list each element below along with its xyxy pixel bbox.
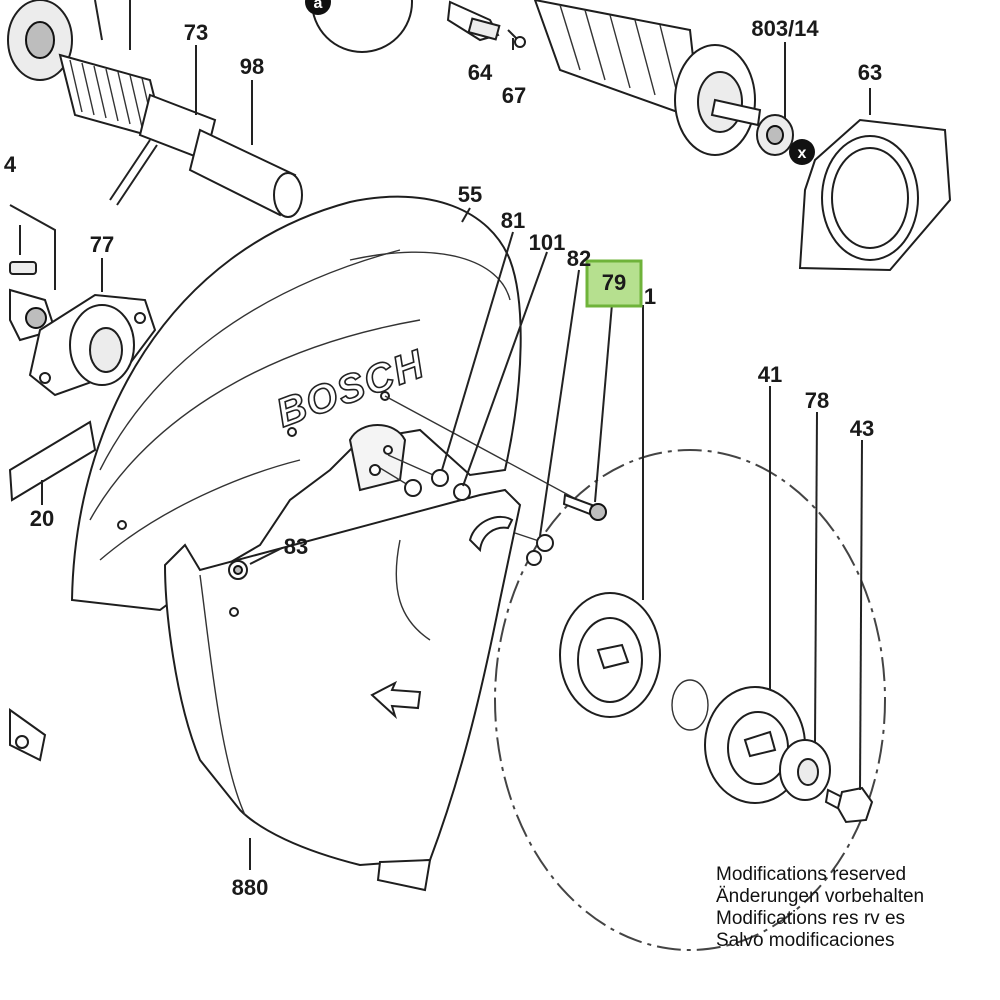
label-1: 1	[644, 284, 656, 309]
label-803-14: 803/14	[751, 16, 819, 41]
label-63: 63	[858, 60, 882, 85]
blade-center-hole	[671, 679, 709, 731]
part-20-label-plate	[8, 420, 97, 502]
highlighted-part-box	[585, 259, 643, 308]
label-73: 73	[184, 20, 208, 45]
part-63-plate	[798, 118, 952, 272]
label-79: 79	[602, 270, 626, 295]
part-number-labels: 73 98 64 67 803/14 63 4 77 55 81 101 82 …	[4, 16, 882, 900]
label-43: 43	[850, 416, 874, 441]
label-82: 82	[567, 246, 591, 271]
callout-marker-a: a	[305, 0, 331, 15]
svg-text:x: x	[798, 145, 807, 162]
part-78-washer	[779, 739, 831, 801]
callout-marker-x: x	[789, 139, 815, 165]
note-line-es: Salvo modificaciones	[716, 930, 894, 951]
leader-lines	[41, 38, 871, 870]
label-83: 83	[284, 534, 308, 559]
label-78: 78	[805, 388, 829, 413]
label-101: 101	[529, 230, 566, 255]
spindle-spring-assembly	[7, 0, 303, 218]
label-64: 64	[468, 60, 493, 85]
label-77: 77	[90, 232, 114, 257]
label-55: 55	[458, 182, 482, 207]
note-line-en: Modifications reserved	[716, 864, 906, 885]
armature-assembly	[311, 0, 794, 156]
part-43-bolt	[824, 786, 874, 824]
part-77-bracket	[28, 293, 157, 397]
label-4: 4	[4, 152, 17, 177]
saw-blade-outline	[494, 449, 886, 951]
upper-blade-guard: BOSCH	[70, 195, 522, 612]
label-81: 81	[501, 208, 525, 233]
label-20: 20	[30, 506, 54, 531]
part-67-screw	[507, 29, 526, 48]
note-line-fr: Modifications res rv es	[716, 908, 905, 929]
left-edge-bracket	[9, 708, 47, 762]
label-98: 98	[240, 54, 264, 79]
label-67: 67	[502, 83, 526, 108]
note-line-de: Änderungen vorbehalten	[716, 886, 924, 907]
label-41: 41	[758, 362, 782, 387]
part-1-inner-flange	[559, 592, 661, 718]
modifications-note: Modifications reserved Änderungen vorbeh…	[716, 864, 924, 951]
guard-screws	[228, 395, 607, 580]
svg-text:a: a	[314, 0, 323, 12]
part-64-clip	[446, 0, 501, 42]
lower-blade-guard	[163, 488, 522, 892]
part-4-group	[9, 204, 57, 342]
label-880: 880	[232, 875, 269, 900]
